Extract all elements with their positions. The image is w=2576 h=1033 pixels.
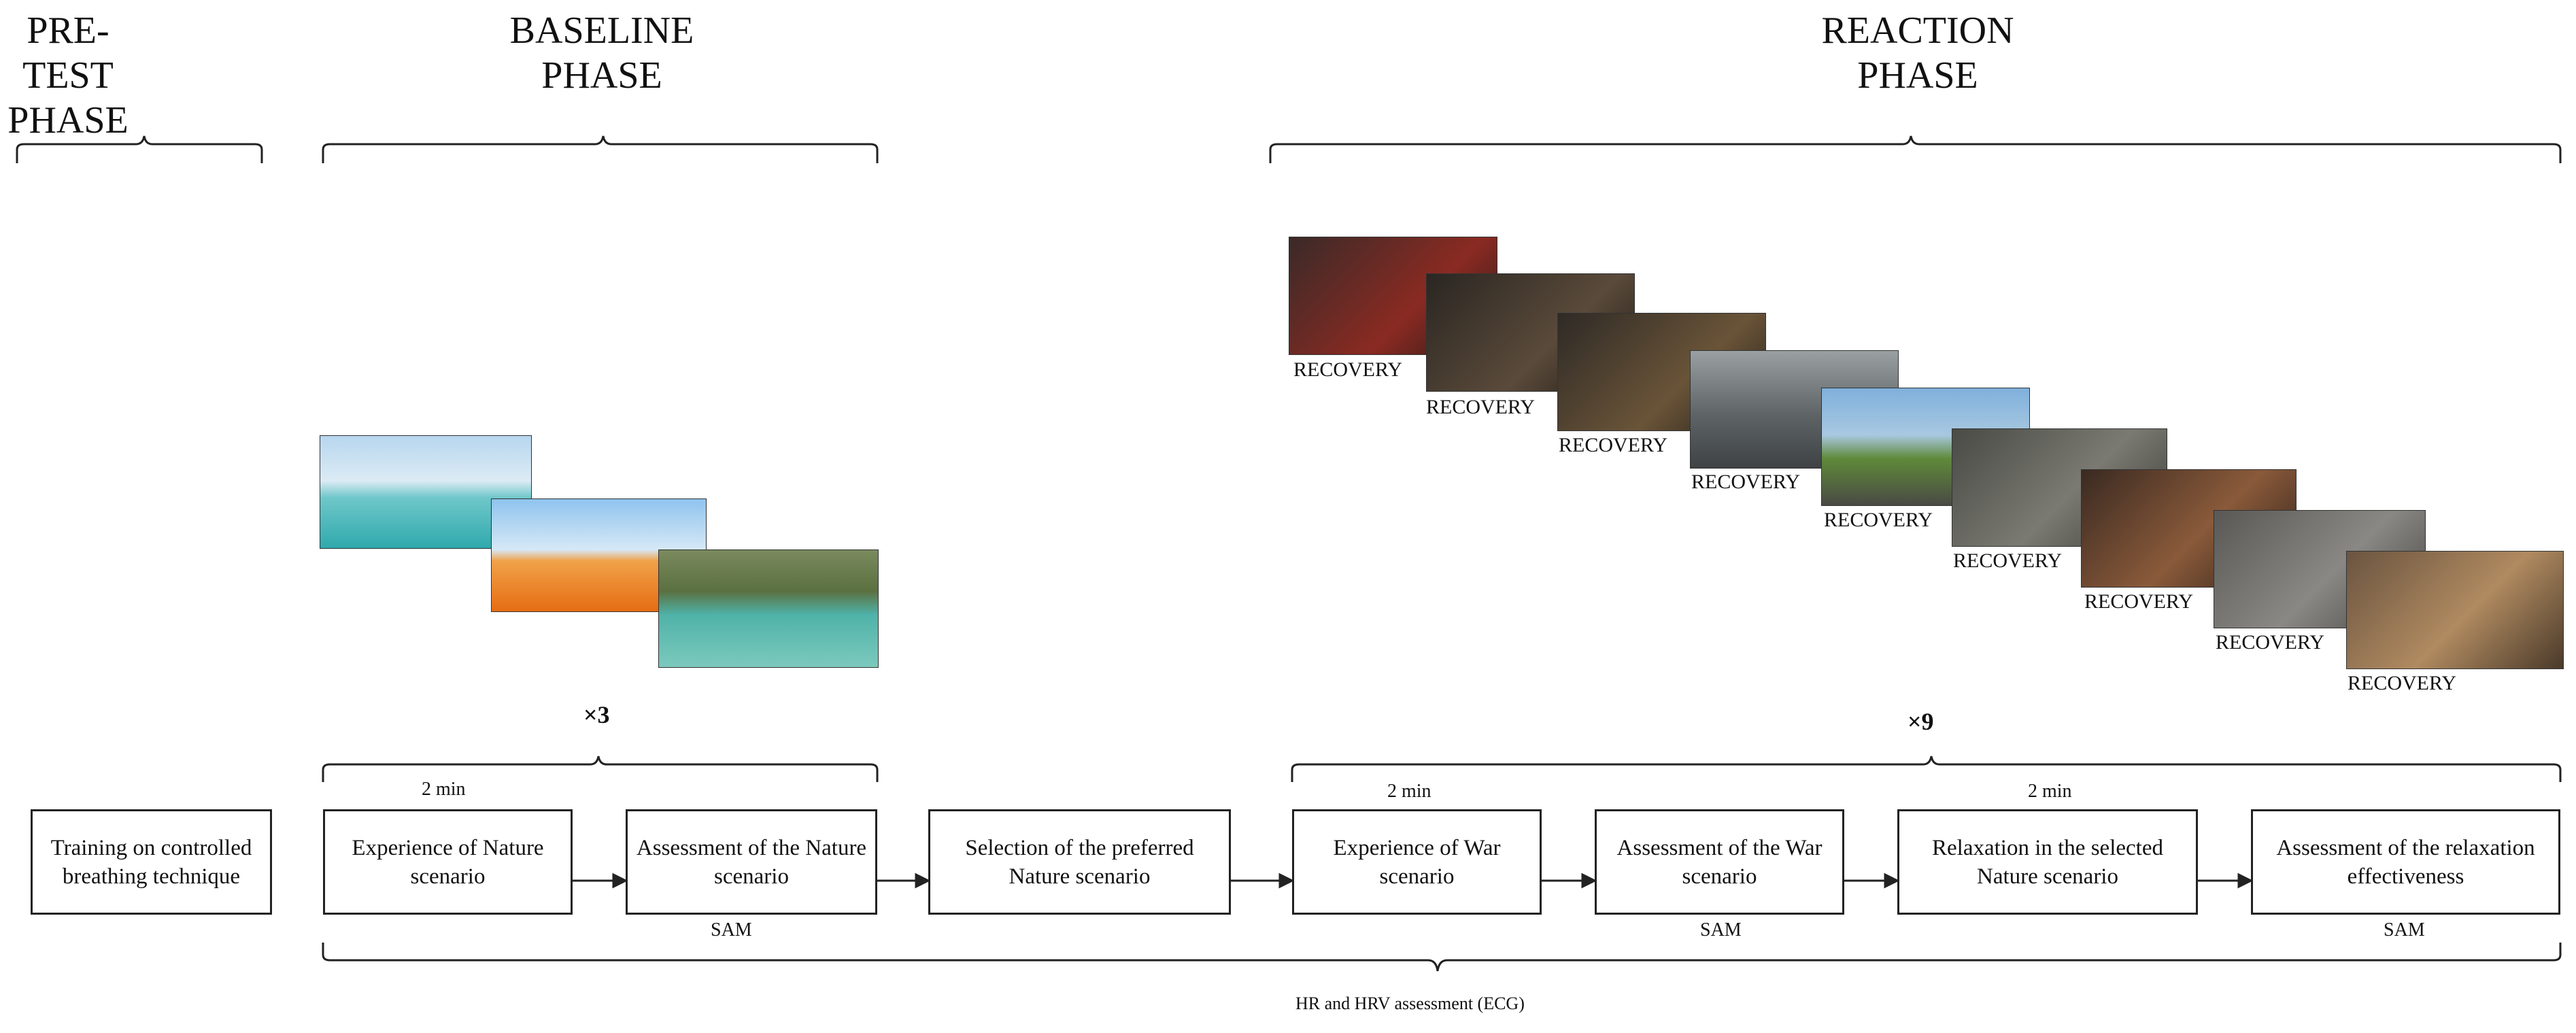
baseline-repeat-brace [322, 756, 879, 782]
pretest-phase-title: PRE-TEST PHASE [0, 8, 136, 143]
baseline-phase-title: BASELINE PHASE [490, 8, 714, 98]
recovery-label-7: RECOVERY [2084, 590, 2194, 613]
recovery-label-2: RECOVERY [1426, 396, 1536, 418]
sam-label-2: SAM [1700, 919, 1742, 941]
selection-box: Selection of the preferred Nature scenar… [928, 809, 1231, 915]
reaction-phase-title: REACTION PHASE [1809, 8, 2027, 98]
reaction-repeat-brace [1291, 756, 2562, 782]
nature-duration-label: 2 min [422, 779, 466, 800]
war-assessment-box: Assessment of the War scenario [1595, 809, 1844, 915]
reaction-title-line1: REACTION [1821, 10, 2014, 52]
sam-label-1: SAM [711, 919, 752, 941]
reaction-multiplier: ×9 [1908, 708, 1934, 735]
war-scene-image-9 [2346, 551, 2564, 669]
hrv-brace [322, 943, 2562, 972]
baseline-multiplier: ×3 [583, 701, 610, 728]
recovery-label-6: RECOVERY [1953, 549, 2063, 572]
war-duration-label: 2 min [1387, 781, 1431, 802]
war-experience-box: Experience of War scenario [1292, 809, 1542, 915]
recovery-label-9: RECOVERY [2348, 672, 2457, 694]
recovery-label-3: RECOVERY [1559, 434, 1668, 456]
baseline-title-line2: PHASE [541, 54, 662, 97]
pretest-brace [16, 135, 263, 163]
relaxation-assessment-box: Assessment of the relaxation effectivene… [2251, 809, 2560, 915]
training-box: Training on controlled breathing techniq… [31, 809, 272, 915]
recovery-label-8: RECOVERY [2216, 631, 2325, 654]
hr-hrv-label: HR and HRV assessment (ECG) [1295, 994, 1525, 1013]
pretest-title-line1: PRE-TEST [22, 10, 114, 97]
reaction-brace [1269, 135, 2562, 163]
pretest-title-line2: PHASE [7, 99, 129, 141]
baseline-title-line1: BASELINE [509, 10, 694, 52]
nature-scene-forest-lake-image [658, 549, 879, 668]
baseline-brace [322, 135, 879, 163]
relaxation-box: Relaxation in the selected Nature scenar… [1897, 809, 2198, 915]
recovery-label-5: RECOVERY [1824, 509, 1933, 531]
sam-label-3: SAM [2384, 919, 2425, 941]
reaction-title-line2: PHASE [1857, 54, 1978, 97]
nature-experience-box: Experience of Nature scenario [323, 809, 573, 915]
recovery-label-4: RECOVERY [1691, 471, 1801, 493]
nature-assessment-box: Assessment of the Nature scenario [626, 809, 877, 915]
recovery-label-1: RECOVERY [1293, 358, 1403, 381]
relax-duration-label: 2 min [2028, 781, 2072, 802]
